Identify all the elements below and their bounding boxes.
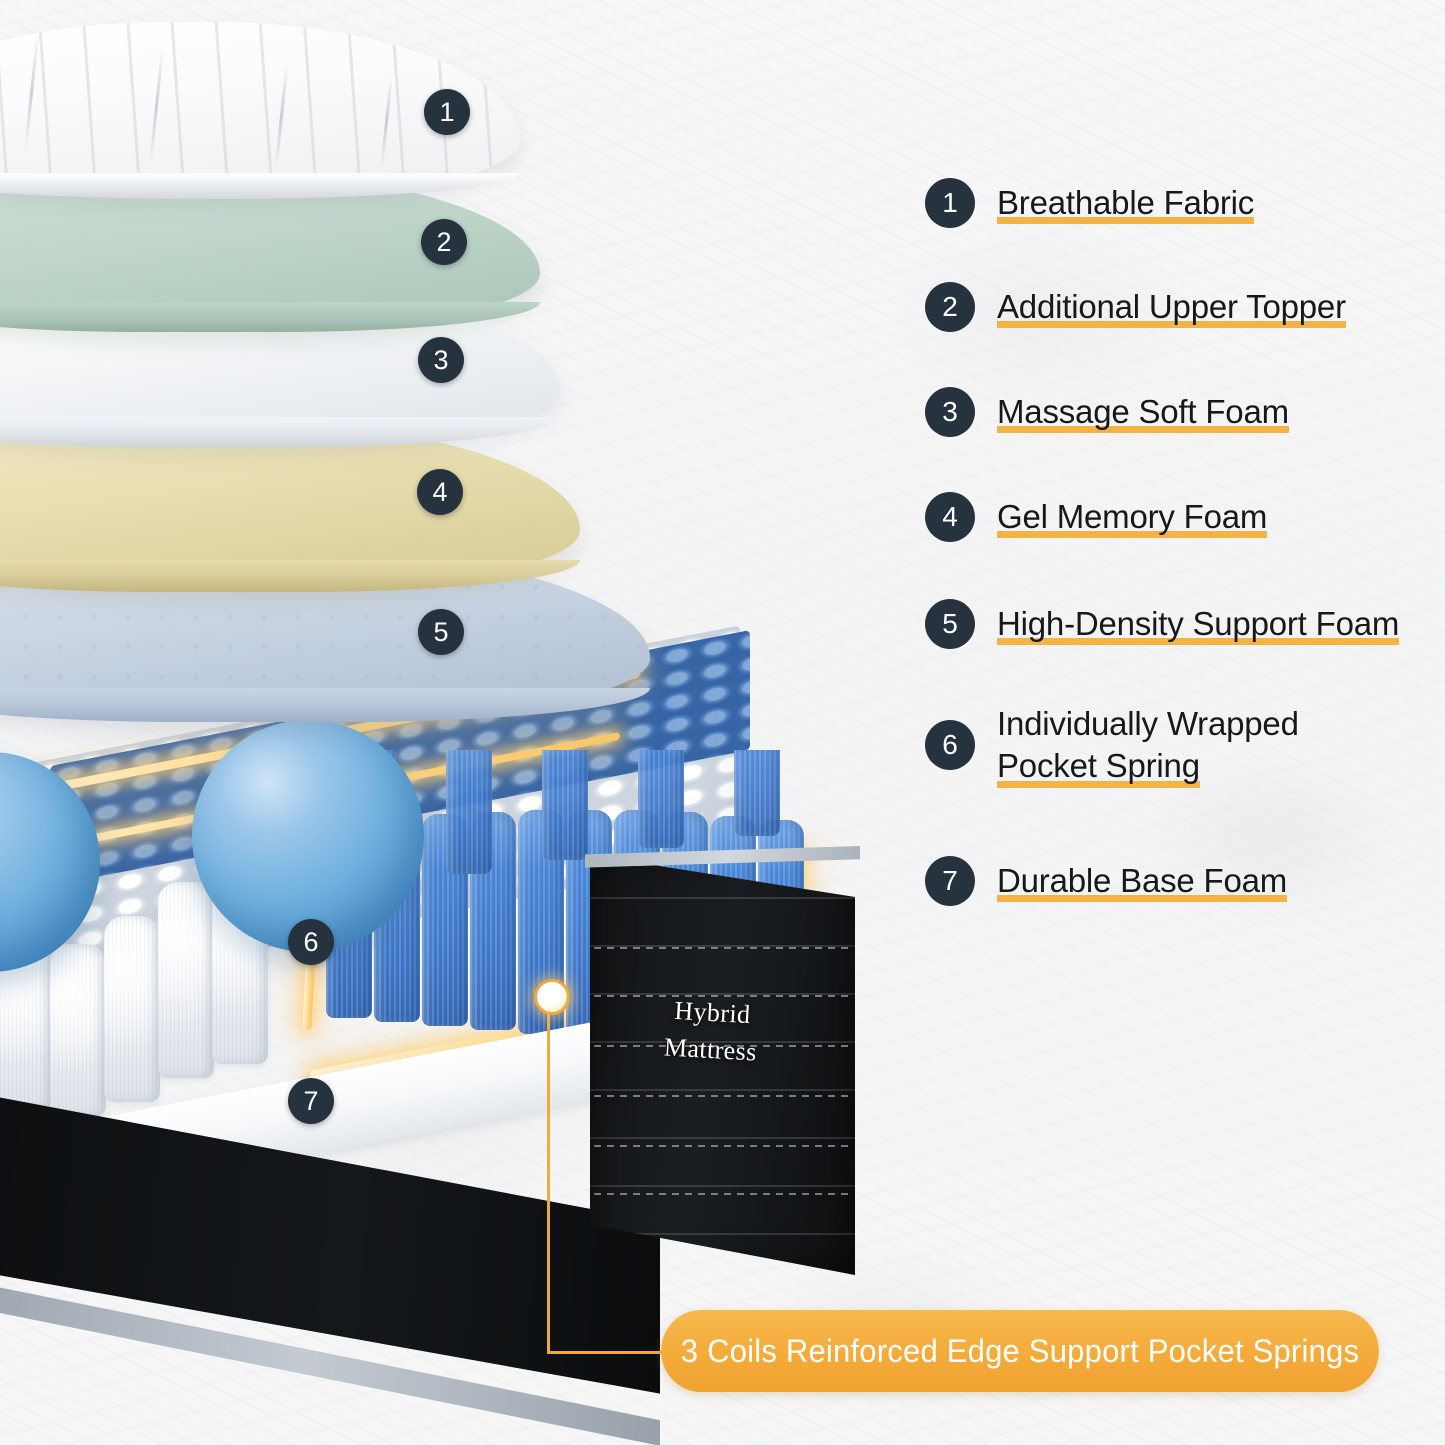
legend-item-7: 7 Durable Base Foam <box>925 856 1287 906</box>
legend-label-3: Massage Soft Foam <box>997 391 1289 434</box>
legend-label-2-line-1: Additional Upper Topper <box>997 286 1346 329</box>
legend-badge-3: 3 <box>925 387 975 437</box>
legend-label-1-line-1: Breathable Fabric <box>997 182 1254 225</box>
callout-badge-4: 4 <box>417 469 463 515</box>
connector-line-vertical <box>547 1008 550 1353</box>
legend-item-6: 6 Individually Wrapped Pocket Spring <box>925 703 1299 788</box>
legend-item-5: 5 High-Density Support Foam <box>925 599 1399 649</box>
legend-badge-6: 6 <box>925 720 975 771</box>
legend-label-4-line-1: Gel Memory Foam <box>997 496 1267 539</box>
legend-label-4: Gel Memory Foam <box>997 496 1267 539</box>
legend-item-3: 3 Massage Soft Foam <box>925 387 1289 437</box>
gel-sphere <box>192 720 424 952</box>
legend-badge-1: 1 <box>925 178 975 228</box>
legend-label-2: Additional Upper Topper <box>997 286 1346 329</box>
legend-item-1: 1 Breathable Fabric <box>925 178 1254 228</box>
legend-label-7-line-1: Durable Base Foam <box>997 860 1287 903</box>
legend-label-1: Breathable Fabric <box>997 182 1254 225</box>
callout-badge-2: 2 <box>421 219 467 265</box>
hybrid-mattress-brand-label: Hybrid Mattress <box>663 995 758 1067</box>
legend-label-7: Durable Base Foam <box>997 860 1287 903</box>
legend-badge-2: 2 <box>925 282 975 332</box>
legend-item-2: 2 Additional Upper Topper <box>925 282 1346 332</box>
edge-support-connector-dot <box>534 979 570 1015</box>
legend-badge-5: 5 <box>925 599 975 649</box>
callout-badge-5: 5 <box>418 609 464 655</box>
legend-badge-7: 7 <box>925 856 975 906</box>
legend-label-5-line-1: High-Density Support Foam <box>997 603 1399 646</box>
connector-line-horizontal <box>547 1351 667 1354</box>
callout-badge-7: 7 <box>288 1078 334 1124</box>
legend-label-5: High-Density Support Foam <box>997 603 1399 646</box>
legend-item-4: 4 Gel Memory Foam <box>925 492 1267 542</box>
edge-support-banner: 3 Coils Reinforced Edge Support Pocket S… <box>661 1310 1379 1392</box>
callout-badge-6: 6 <box>288 919 334 965</box>
mattress-shell-side <box>590 855 855 1275</box>
callout-badge-3: 3 <box>418 337 464 383</box>
legend-label-3-line-1: Massage Soft Foam <box>997 391 1289 434</box>
legend-label-6: Individually Wrapped Pocket Spring <box>997 703 1299 788</box>
legend-badge-4: 4 <box>925 492 975 542</box>
callout-badge-1: 1 <box>424 89 470 135</box>
legend-label-6-line-1: Individually Wrapped <box>997 705 1299 742</box>
legend-label-6-line-2: Pocket Spring <box>997 745 1200 788</box>
layer-gel-memory-foam <box>0 420 580 592</box>
